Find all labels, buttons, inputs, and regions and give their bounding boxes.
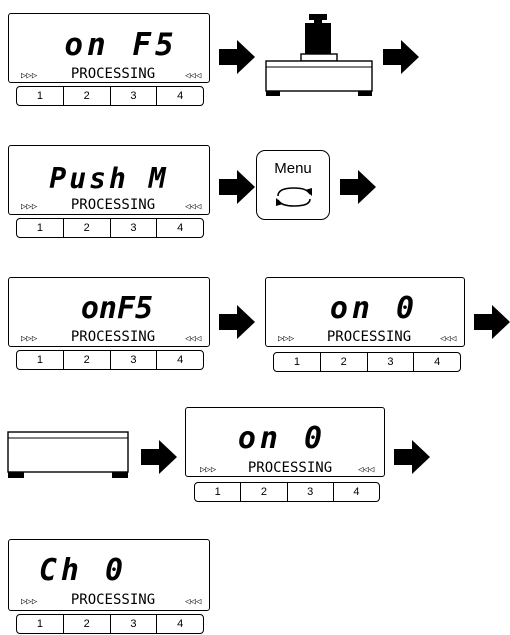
key-3[interactable]: 3: [111, 219, 158, 237]
display-main-text: on 0: [330, 291, 418, 326]
right-arrow-icon: [219, 170, 255, 204]
right-arrow-icon: [394, 440, 430, 474]
key-1[interactable]: 1: [274, 353, 321, 371]
key-4[interactable]: 4: [353, 486, 360, 498]
lcd-display-3: onF5 ▷▷▷ PROCESSING ◁◁◁: [8, 277, 210, 347]
key-3[interactable]: 3: [368, 353, 415, 371]
key-1[interactable]: 1: [17, 219, 64, 237]
indicator-right: ◁◁◁: [185, 334, 202, 344]
right-arrow-icon: [340, 170, 376, 204]
right-arrow-icon: [219, 40, 255, 74]
lcd-display-5: on 0 ▷▷▷ PROCESSING ◁◁◁: [185, 407, 385, 477]
indicator-left: ▷▷▷: [21, 597, 38, 607]
indicator-left: ▷▷▷: [21, 334, 38, 344]
key-3[interactable]: 3: [111, 615, 158, 633]
indicator-right: ◁◁◁: [185, 71, 202, 81]
key-4[interactable]: 4: [177, 618, 184, 630]
display-main-text: onF5: [81, 291, 153, 326]
display-status-text: PROCESSING: [71, 197, 155, 213]
key-bar: 1 2 3 4: [16, 218, 204, 238]
calibration-weight-icon: [305, 14, 331, 54]
display-status-text: PROCESSING: [71, 592, 155, 608]
display-main-text: Ch 0: [39, 553, 127, 588]
indicator-left: ▷▷▷: [21, 71, 38, 81]
key-2[interactable]: 2: [241, 483, 288, 501]
weighing-scale-icon: [265, 14, 373, 96]
indicator-left: ▷▷▷: [200, 465, 217, 475]
key-3[interactable]: 3: [111, 87, 158, 105]
weighing-scale-icon: [7, 431, 129, 478]
key-2[interactable]: 2: [321, 353, 368, 371]
display-main-text: Push M: [49, 162, 168, 195]
key-2[interactable]: 2: [64, 351, 111, 369]
key-bar: 1 2 3 4: [194, 482, 380, 502]
key-1[interactable]: 1: [195, 483, 242, 501]
display-status-text: PROCESSING: [71, 66, 155, 82]
key-4[interactable]: 4: [177, 354, 184, 366]
display-status-text: PROCESSING: [71, 329, 155, 345]
key-2[interactable]: 2: [64, 615, 111, 633]
lcd-display-4: on 0 ▷▷▷ PROCESSING ◁◁◁: [265, 277, 465, 347]
key-2[interactable]: 2: [64, 219, 111, 237]
key-bar: 1 2 3 4: [16, 614, 204, 634]
key-bar: 1 2 3 4: [16, 86, 204, 106]
indicator-left: ▷▷▷: [21, 202, 38, 212]
menu-cycle-icon: [276, 187, 312, 207]
indicator-left: ▷▷▷: [278, 334, 295, 344]
indicator-right: ◁◁◁: [358, 465, 375, 475]
display-main-text: on F5: [64, 27, 177, 63]
key-bar: 1 2 3 4: [273, 352, 461, 372]
right-arrow-icon: [141, 440, 177, 474]
lcd-display-2: Push M ▷▷▷ PROCESSING ◁◁◁: [8, 145, 210, 215]
right-arrow-icon: [219, 305, 255, 339]
right-arrow-icon: [474, 305, 510, 339]
lcd-display-1: on F5 ▷▷▷ PROCESSING ◁◁◁: [8, 13, 210, 83]
key-1[interactable]: 1: [17, 351, 64, 369]
key-3[interactable]: 3: [111, 351, 158, 369]
indicator-right: ◁◁◁: [440, 334, 457, 344]
key-bar: 1 2 3 4: [16, 350, 204, 370]
menu-button[interactable]: Menu: [256, 150, 330, 220]
key-4[interactable]: 4: [434, 356, 441, 368]
menu-label: Menu: [274, 160, 312, 177]
key-4[interactable]: 4: [177, 90, 184, 102]
display-status-text: PROCESSING: [248, 460, 332, 476]
key-2[interactable]: 2: [64, 87, 111, 105]
display-main-text: on 0: [238, 421, 326, 456]
display-status-text: PROCESSING: [327, 329, 411, 345]
key-3[interactable]: 3: [288, 483, 334, 501]
key-1[interactable]: 1: [17, 87, 64, 105]
indicator-right: ◁◁◁: [185, 597, 202, 607]
key-1[interactable]: 1: [17, 615, 64, 633]
lcd-display-6: Ch 0 ▷▷▷ PROCESSING ◁◁◁: [8, 539, 210, 611]
key-4[interactable]: 4: [177, 222, 184, 234]
right-arrow-icon: [383, 40, 419, 74]
indicator-right: ◁◁◁: [185, 202, 202, 212]
